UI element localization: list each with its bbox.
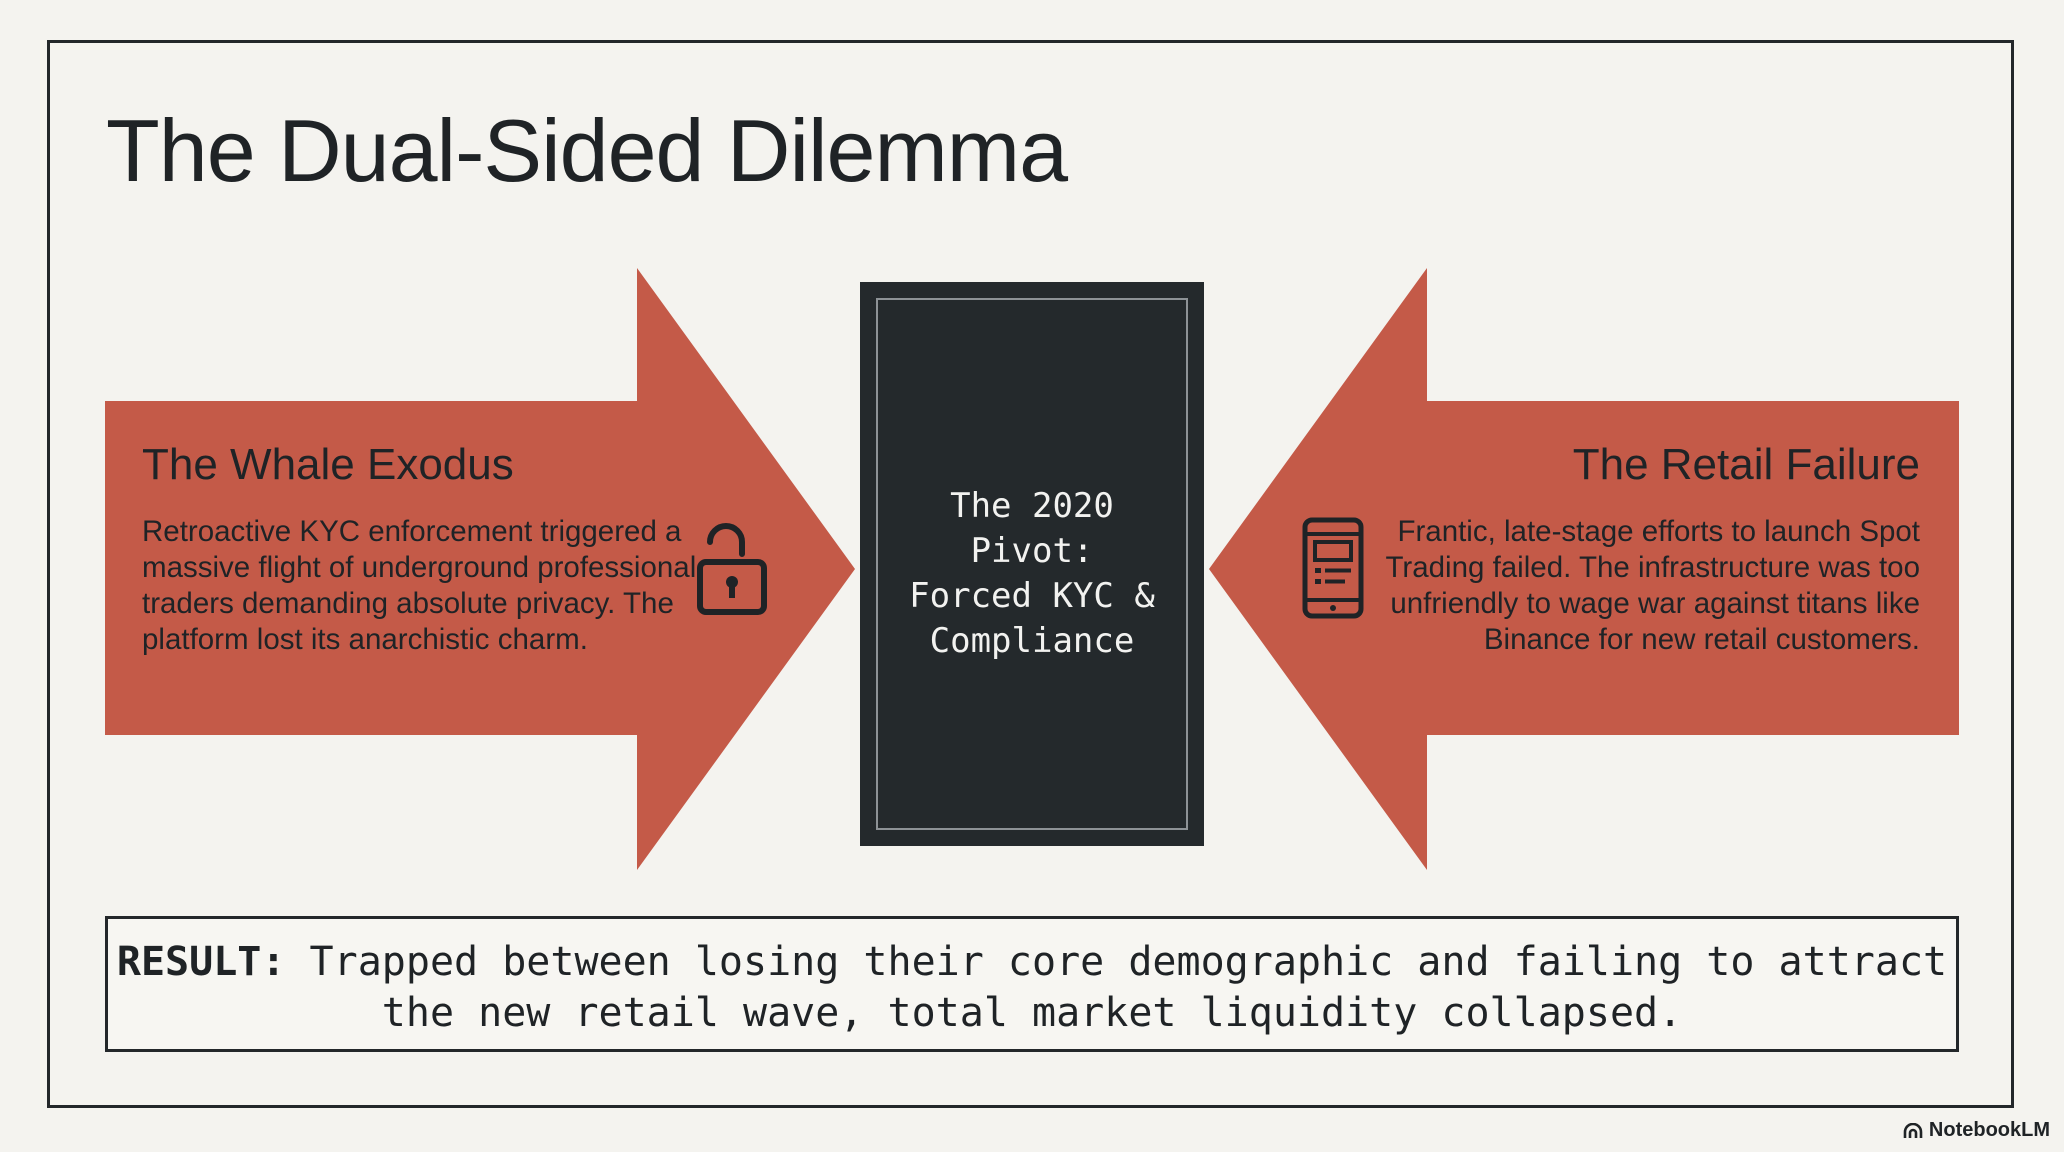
whale-exodus-arrow: The Whale Exodus Retroactive KYC enforce…: [105, 268, 855, 870]
left-pointing-arrow-shape: [1209, 268, 1959, 870]
right-pointing-arrow-shape: [105, 268, 855, 870]
mobile-phone-icon: [1302, 517, 1364, 619]
retail-failure-arrow: The Retail Failure Frantic, late-stage e…: [1209, 268, 1959, 870]
notebooklm-logo-icon: [1903, 1122, 1923, 1138]
pivot-inner-border: [876, 298, 1188, 830]
result-text: Trapped between losing their core demogr…: [285, 939, 1948, 1036]
unlocked-padlock-icon: [697, 523, 767, 615]
notebooklm-brand: NotebookLM: [1903, 1119, 2050, 1142]
slide-title: The Dual-Sided Dilemma: [106, 101, 1068, 200]
whale-exodus-description: Retroactive KYC enforcement triggered a …: [142, 515, 697, 656]
retail-failure-title: The Retail Failure: [1572, 440, 1920, 489]
slide-frame: [47, 40, 2014, 1108]
result-statement: RESULT: Trapped between losing their cor…: [108, 937, 1956, 1039]
retail-failure-description: Frantic, late-stage efforts to launch Sp…: [1385, 515, 1920, 656]
brand-name: NotebookLM: [1928, 1119, 2050, 1141]
pivot-box: The 2020 Pivot: Forced KYC & Compliance: [860, 282, 1204, 846]
result-label: RESULT:: [116, 939, 286, 985]
pivot-label: The 2020 Pivot: Forced KYC & Compliance: [909, 486, 1155, 661]
whale-exodus-title: The Whale Exodus: [142, 440, 514, 489]
result-box: RESULT: Trapped between losing their cor…: [105, 916, 1959, 1052]
